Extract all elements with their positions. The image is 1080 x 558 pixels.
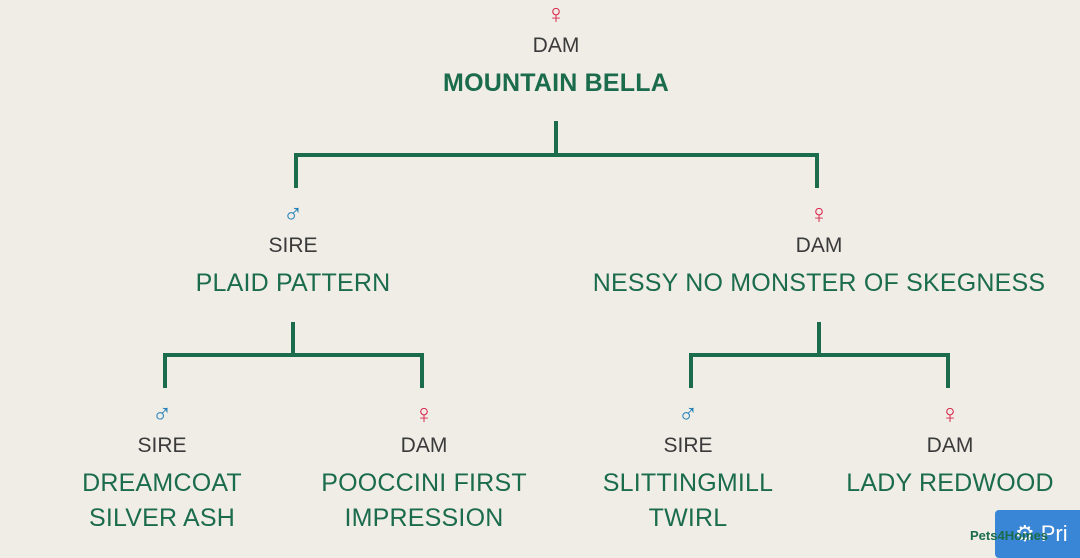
- dog-name-line1: POOCCINI FIRST: [321, 469, 527, 497]
- dog-name: POOCCINI FIRST IMPRESSION: [321, 466, 527, 536]
- gear-icon: ⚙: [1015, 521, 1035, 546]
- male-icon: ♂: [151, 399, 173, 429]
- sire-node-level1: ♂ SIRE PLAID PATTERN: [196, 200, 391, 301]
- role-label: DAM: [532, 34, 580, 57]
- role-label: SIRE: [137, 434, 187, 457]
- logo-text: Pets4Homes: [970, 528, 1049, 543]
- granddam-node: ♀ DAM LADY REDWOOD: [846, 400, 1054, 501]
- male-icon: ♂: [282, 199, 304, 229]
- dog-name: DREAMCOAT SILVER ASH: [82, 466, 242, 536]
- dog-name: SLITTINGMILL TWIRL: [603, 466, 774, 536]
- role-label: DAM: [795, 234, 843, 257]
- grandsire-node: ♂ SIRE SLITTINGMILL TWIRL: [603, 400, 774, 536]
- role-label: SIRE: [663, 434, 713, 457]
- dog-name: LADY REDWOOD: [846, 466, 1054, 501]
- dog-name: NESSY NO MONSTER OF SKEGNESS: [592, 269, 1046, 297]
- dog-name-line1: LADY REDWOOD: [846, 469, 1054, 497]
- pri-button[interactable]: ⚙ Pri: [995, 510, 1080, 558]
- root-node: ♀ DAM MOUNTAIN BELLA: [443, 0, 669, 101]
- female-icon: ♀: [545, 0, 567, 29]
- dog-name-line2: TWIRL: [648, 504, 728, 532]
- female-icon: ♀: [939, 399, 961, 429]
- female-icon: ♀: [808, 199, 830, 229]
- dog-name: MOUNTAIN BELLA: [443, 69, 669, 97]
- dam-node-level1: ♀ DAM NESSY NO MONSTER OF SKEGNESS: [593, 200, 1045, 301]
- role-label: SIRE: [268, 234, 318, 257]
- dog-name-line2: SILVER ASH: [88, 504, 236, 532]
- female-icon: ♀: [413, 399, 435, 429]
- dog-name: PLAID PATTERN: [195, 269, 391, 297]
- pri-button-label: Pri: [1040, 521, 1068, 546]
- dog-name-line2: IMPRESSION: [344, 504, 504, 532]
- male-icon: ♂: [677, 399, 699, 429]
- dog-name-line1: SLITTINGMILL: [602, 469, 774, 497]
- role-label: DAM: [926, 434, 974, 457]
- role-label: DAM: [400, 434, 448, 457]
- dog-name-line1: DREAMCOAT: [82, 469, 242, 497]
- pets4homes-logo: Pets4Homes: [970, 528, 1048, 543]
- granddam-node: ♀ DAM POOCCINI FIRST IMPRESSION: [321, 400, 527, 536]
- grandsire-node: ♂ SIRE DREAMCOAT SILVER ASH: [82, 400, 242, 536]
